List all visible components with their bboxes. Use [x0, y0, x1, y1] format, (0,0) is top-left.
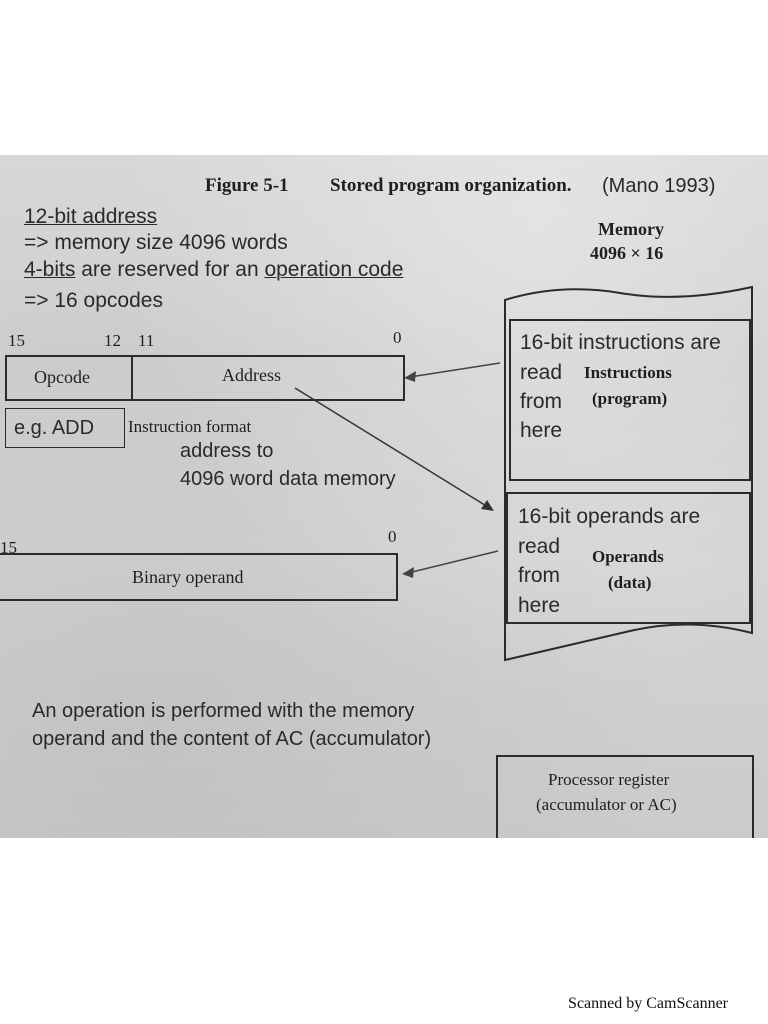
operand-bit-0: 0: [388, 527, 397, 546]
scanned-photo: Figure 5-1 Stored program organization. …: [0, 155, 768, 838]
operands-note-line3: from: [518, 564, 560, 587]
instructions-sub: (program): [592, 389, 668, 408]
figure-citation: (Mano 1993): [602, 175, 716, 197]
scanner-watermark: Scanned by CamScanner: [568, 995, 728, 1012]
note-12-bit-address: 12-bit address: [24, 205, 158, 228]
instruction-read-arrow: [409, 362, 501, 378]
operation-note-line1: An operation is performed with the memor…: [32, 700, 415, 722]
operation-note-line2: operand and the content of AC (accumulat…: [32, 728, 432, 750]
operand-read-arrowhead: [402, 567, 414, 578]
processor-register-box: [496, 755, 754, 838]
instructions-note-line3: from: [520, 390, 562, 413]
memory-title: Memory: [598, 219, 664, 239]
operand-register: [0, 553, 398, 601]
address-note-line1: address to: [180, 440, 274, 462]
note-4-bits-prefix: 4-bits: [24, 258, 76, 281]
address-pointer-arrowhead: [481, 500, 494, 511]
instruction-format-label: Instruction format: [128, 417, 252, 436]
operands-section: [506, 492, 751, 624]
note-16-opcodes: => 16 opcodes: [24, 289, 163, 312]
instr-bit-15: 15: [8, 331, 25, 350]
operand-bit-15: 15: [0, 538, 17, 557]
note-4-bits-mid: are reserved for an: [75, 258, 265, 281]
address-pointer-arrow: [294, 387, 489, 508]
processor-register-line2: (accumulator or AC): [536, 795, 677, 814]
operands-note-line1: 16-bit operands are: [518, 505, 701, 528]
example-box: [5, 408, 125, 448]
opcode-label: Opcode: [34, 367, 90, 387]
operands-note-line4: here: [518, 594, 561, 617]
binary-operand-label: Binary operand: [132, 567, 244, 587]
instr-bit-12: 12: [104, 331, 121, 350]
instructions-note-line1: 16-bit instructions are: [520, 331, 721, 354]
instr-bit-11: 11: [138, 331, 155, 350]
note-operation-code: operation code: [264, 258, 404, 281]
address-label: Address: [222, 365, 281, 385]
instructions-section: [509, 319, 751, 481]
operands-label: Operands: [592, 547, 664, 566]
operands-sub: (data): [608, 573, 652, 592]
memory-diagram-lines: [294, 285, 753, 662]
address-note-line2: 4096 word data memory: [180, 468, 396, 490]
operand-read-arrow: [407, 550, 499, 574]
instructions-label: Instructions: [584, 363, 672, 382]
example-add: e.g. ADD: [14, 417, 95, 439]
processor-register-line1: Processor register: [548, 770, 670, 789]
instruction-read-arrowhead: [404, 371, 416, 382]
instr-bit-0: 0: [393, 328, 402, 347]
memory-outline: [504, 285, 753, 662]
instruction-register: [5, 355, 405, 401]
note-memory-size: => memory size 4096 words: [24, 231, 288, 254]
memory-size: 4096 × 16: [590, 243, 664, 263]
instructions-note-line4: here: [520, 419, 563, 442]
opcode-field: [5, 355, 133, 401]
figure-label: Figure 5-1: [205, 175, 289, 196]
instructions-note-line2: read: [520, 361, 563, 384]
figure-caption: Stored program organization.: [330, 175, 572, 196]
operands-note-line2: read: [518, 535, 561, 558]
note-4-bits: 4-bits are reserved for an operation cod…: [24, 258, 403, 282]
